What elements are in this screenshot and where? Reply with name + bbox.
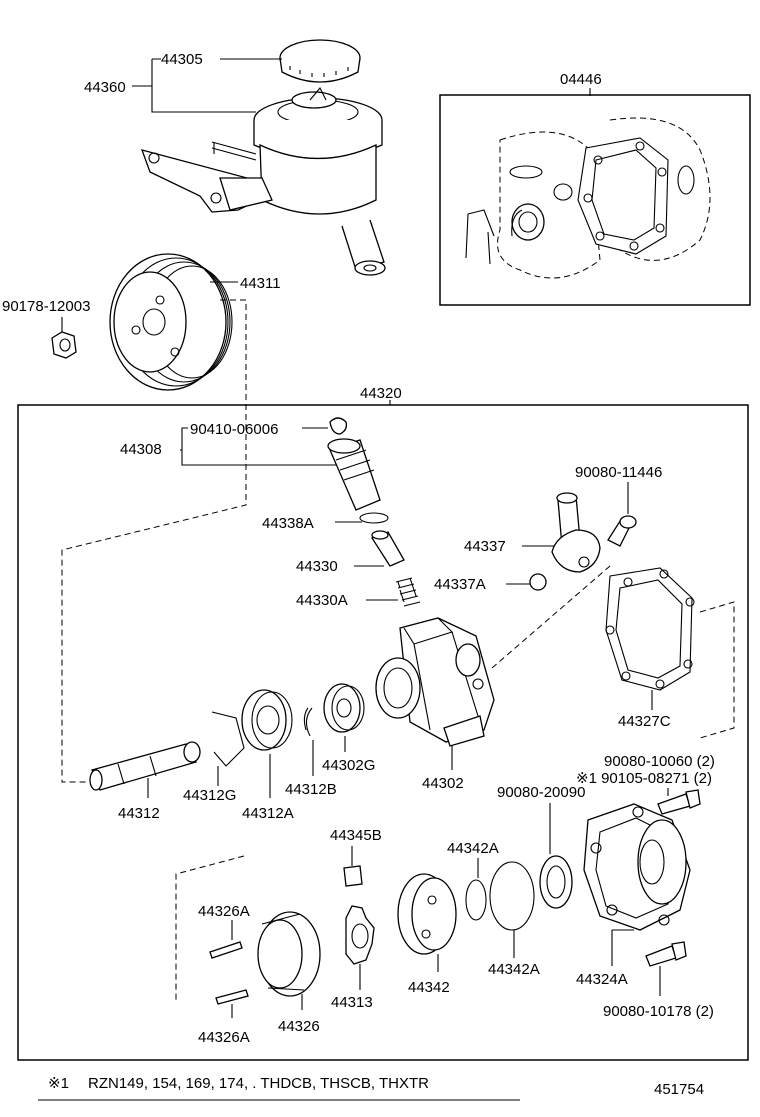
label-04446: 04446 [560, 71, 602, 88]
side-plate-44342-part [397, 873, 457, 955]
label-44305: 44305 [161, 51, 203, 68]
label-44313: 44313 [331, 994, 373, 1011]
pin-44326A-lower-part [215, 989, 249, 1005]
spring-44330A-part [395, 577, 421, 607]
o-ring-44338A-part [359, 512, 389, 524]
bolt-90080-11446-part [607, 515, 637, 547]
label-44342A-upper: 44342A [447, 840, 499, 857]
reservoir-tank-part [140, 87, 386, 276]
label-44327C: 44327C [618, 713, 671, 730]
pin-44326A-upper-part [209, 941, 243, 959]
figure-id: 451754 [654, 1081, 704, 1098]
label-44324A: 44324A [576, 971, 628, 988]
bearing-44312A-part [241, 689, 293, 751]
fitting-44308-part [327, 417, 381, 511]
shaft-44312-part [89, 741, 201, 791]
snap-ring-44312B-part [303, 707, 313, 737]
label-44302: 44302 [422, 775, 464, 792]
label-44312B: 44312B [285, 781, 337, 798]
reservoir-cap-part [279, 39, 361, 83]
label-90178-12003: 90178-12003 [2, 298, 90, 315]
label-44337A: 44337A [434, 576, 486, 593]
label-44312G: 44312G [183, 787, 236, 804]
footnote-mark: ※1 [48, 1075, 69, 1092]
union-44337-part [551, 492, 601, 573]
gasket-44327C-part [605, 567, 695, 691]
label-44338A: 44338A [262, 515, 314, 532]
pulley-nut-part [51, 331, 77, 359]
label-44320: 44320 [360, 385, 402, 402]
label-90080-10178: 90080-10178 (2) [603, 1003, 714, 1020]
label-44342A-lower: 44342A [488, 961, 540, 978]
seal-44302G-part [323, 683, 365, 733]
label-44312A: 44312A [242, 805, 294, 822]
gasket-kit-box [439, 94, 751, 306]
pump-body-44302-part [375, 617, 495, 747]
label-44345B: 44345B [330, 827, 382, 844]
cover-44324A-part [583, 803, 691, 931]
retainer-44312G-part [211, 711, 245, 767]
label-44326A-upper: 44326A [198, 903, 250, 920]
plate-90080-20090-part [539, 855, 573, 909]
label-44308: 44308 [120, 441, 162, 458]
o-ring-44342A-small-part [465, 879, 487, 921]
bolt-90080-10060-part [657, 789, 701, 815]
cam-ring-44326-part [257, 911, 321, 997]
pump-assembly-box [17, 404, 749, 1061]
vane-44345B-part [343, 865, 363, 887]
label-44312: 44312 [118, 805, 160, 822]
label-90105-08271: ※1 90105-08271 (2) [576, 770, 712, 787]
label-44330A: 44330A [296, 592, 348, 609]
ball-44337A-part [529, 573, 547, 591]
o-ring-44342A-large-part [489, 861, 535, 931]
label-90410-06006: 90410-06006 [190, 421, 278, 438]
label-44311: 44311 [240, 275, 281, 292]
label-44302G: 44302G [322, 757, 375, 774]
label-90080-20090: 90080-20090 [497, 784, 585, 801]
bolt-90080-10178-part [645, 941, 687, 967]
rotor-44313-part [345, 905, 375, 965]
label-44360: 44360 [84, 79, 126, 96]
label-90080-11446: 90080-11446 [575, 464, 662, 481]
gasket-kit-parts [465, 117, 711, 279]
label-44326: 44326 [278, 1018, 320, 1035]
footnote-text: RZN149, 154, 169, 174, . THDCB, THSCB, T… [88, 1075, 429, 1092]
flow-valve-44330-part [371, 530, 405, 567]
pulley-part [109, 253, 233, 391]
label-44337: 44337 [464, 538, 506, 555]
label-44330: 44330 [296, 558, 338, 575]
label-44342: 44342 [408, 979, 450, 996]
label-90080-10060: 90080-10060 (2) [604, 753, 715, 770]
label-44326A-lower: 44326A [198, 1029, 250, 1046]
